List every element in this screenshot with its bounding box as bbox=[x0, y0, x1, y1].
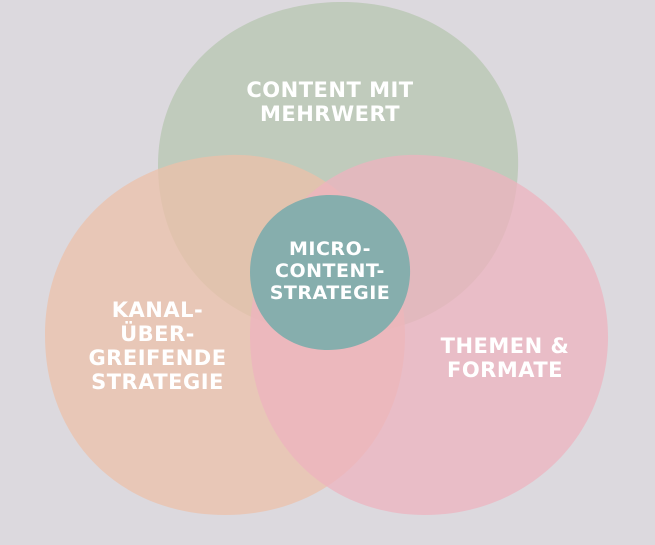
label-content-mit-mehrwert: CONTENT MIT MEHRWERT bbox=[246, 78, 414, 126]
label-themen-formate: THEMEN & FORMATE bbox=[440, 334, 570, 382]
label-kanaluebergreifende-strategie: KANAL- ÜBER- GREIFENDE STRATEGIE bbox=[88, 298, 227, 394]
center-circle-micro-content bbox=[250, 195, 411, 350]
label-micro-content-strategie: MICRO- CONTENT- STRATEGIE bbox=[269, 238, 391, 304]
